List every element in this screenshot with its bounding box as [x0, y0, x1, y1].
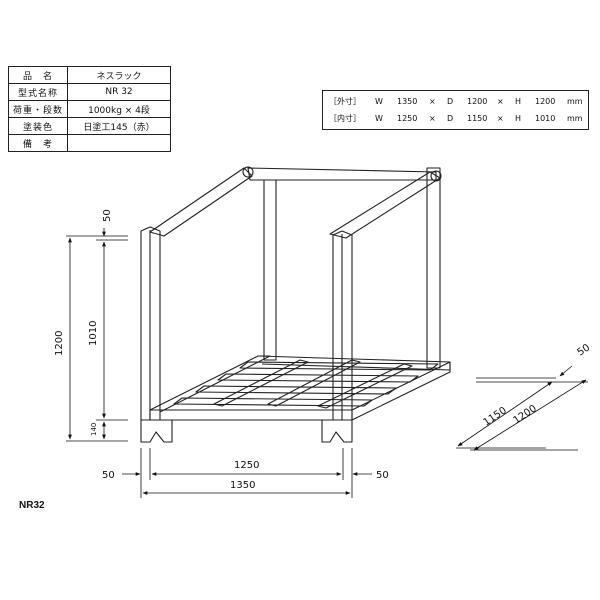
base-right-side	[351, 361, 451, 421]
outer-w-value: 1350	[397, 97, 418, 106]
inner-dimensions-row: ［内寸］ W 1250 × D 1150 × H 1010 mm	[323, 112, 588, 126]
width-dimensions	[122, 448, 372, 498]
deck-cross-member	[213, 359, 309, 407]
spec-table: 品 名 ネスラック 型式名称 NR 32 荷重・段数 1000kg × 4段 塗…	[7, 66, 172, 152]
inner-d-value: 1150	[467, 114, 488, 123]
times-sign: ×	[429, 97, 436, 106]
inner-height-label: 1010	[88, 321, 99, 346]
times-sign: ×	[497, 97, 504, 106]
deck-slat	[217, 373, 419, 383]
back-right-post	[426, 167, 441, 369]
inner-d-key: D	[447, 114, 454, 123]
deck-slat	[173, 397, 373, 407]
outer-h-key: H	[515, 97, 522, 106]
spec-row: 品 名 ネスラック	[7, 66, 172, 84]
deck-slat	[195, 385, 397, 395]
spec-value	[67, 134, 172, 152]
spec-label: 備 考	[7, 134, 69, 152]
nestable-rack	[140, 166, 451, 443]
outer-unit: mm	[567, 97, 583, 106]
deck-slat	[239, 361, 439, 371]
back-left-post	[263, 179, 277, 361]
spec-row: 塗装色 日塗工145（赤）	[7, 117, 172, 135]
inner-w-key: W	[375, 114, 383, 123]
right-diagonal-brace	[329, 171, 441, 239]
inner-label: ［内寸］	[329, 114, 361, 123]
outer-h-value: 1200	[535, 97, 556, 106]
times-sign: ×	[429, 114, 436, 123]
times-sign: ×	[497, 114, 504, 123]
outer-d-value: 1200	[467, 97, 488, 106]
outer-d-key: D	[447, 97, 454, 106]
outer-height-label: 1200	[54, 331, 65, 356]
outer-dimensions-row: ［外寸］ W 1350 × D 1200 × H 1200 mm	[323, 95, 588, 109]
top-rear-beam	[247, 167, 437, 181]
dimensions-box: ［外寸］ W 1350 × D 1200 × H 1200 mm ［内寸］ W …	[322, 90, 589, 130]
inner-w-value: 1250	[397, 114, 418, 123]
inner-unit: mm	[567, 114, 583, 123]
base-back-beam	[257, 355, 451, 371]
inner-h-key: H	[515, 114, 522, 123]
base-front-beam	[149, 409, 353, 421]
left-margin-label: 50	[102, 470, 115, 481]
inner-h-value: 1010	[535, 114, 556, 123]
base-height-label: 140	[90, 423, 98, 436]
base-left-foot	[140, 419, 173, 443]
outer-label: ［外寸］	[329, 97, 361, 106]
right-margin-label: 50	[376, 470, 389, 481]
base-right-foot	[321, 419, 353, 443]
spec-row: 備 考	[7, 134, 172, 152]
outer-w-key: W	[375, 97, 383, 106]
height-dimensions	[66, 228, 128, 442]
depth-dimensions	[456, 365, 588, 451]
left-diagonal-brace	[149, 167, 253, 237]
outer-width-label: 1350	[230, 480, 255, 491]
inner-depth-label: 1150	[482, 405, 509, 428]
top-gap-label: 50	[102, 209, 113, 222]
deck-cross-member	[267, 359, 361, 407]
spec-row: 型式名称 NR 32	[7, 83, 172, 101]
model-code: NR32	[19, 500, 45, 511]
inner-width-label: 1250	[234, 460, 259, 471]
deck-cross-member	[317, 363, 413, 409]
depth-gap-label: 50	[576, 342, 593, 358]
